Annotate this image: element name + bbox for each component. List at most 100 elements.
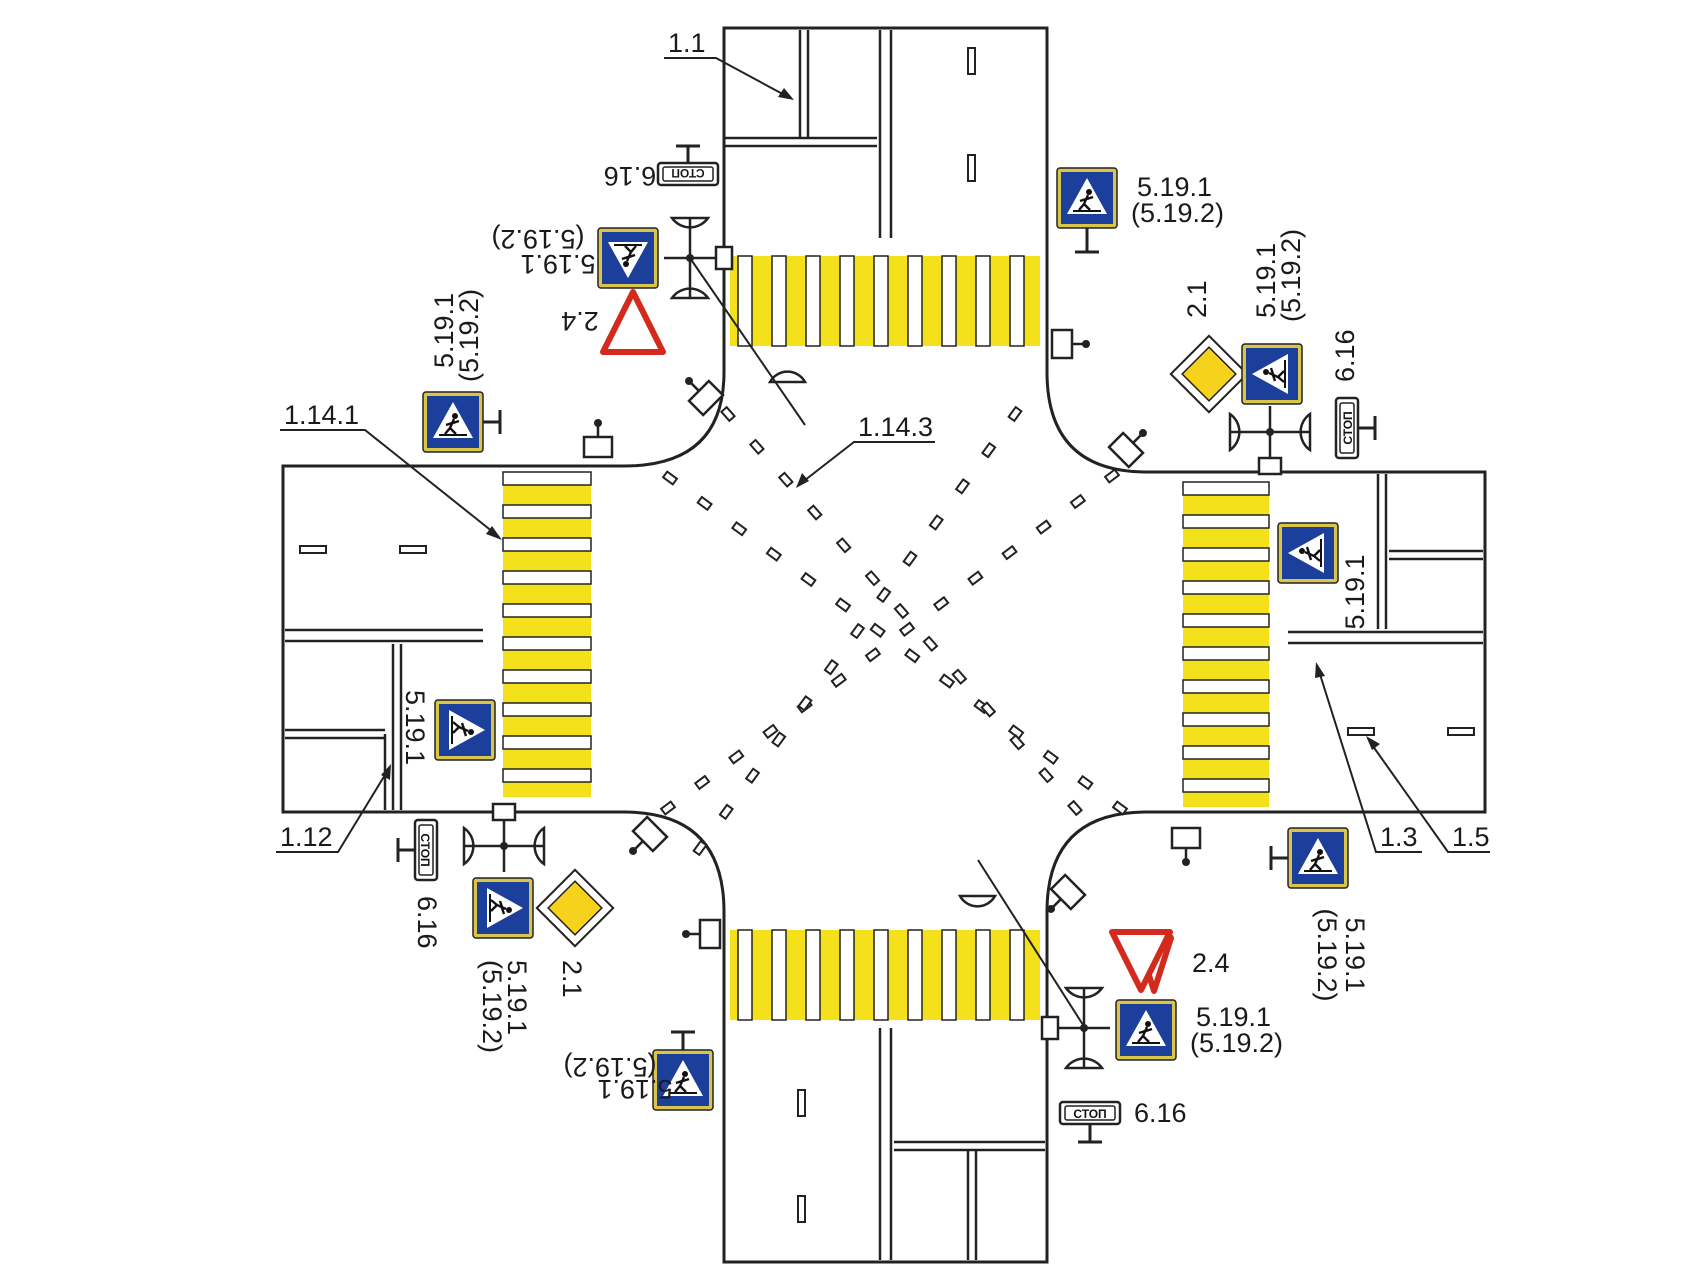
guide-dash (864, 646, 882, 663)
zebra-stripe (1182, 712, 1270, 727)
sign-group-northeast: 5.19.1 (5.19.2) 2.1 5.19.1 (5.19.2) СТОП… (1050, 166, 1377, 476)
zebra-stripe (502, 735, 592, 750)
guide-dash (1009, 734, 1026, 751)
guide-dash (1001, 544, 1018, 561)
zebra-crossing-south (730, 929, 1040, 1021)
guide-dash (980, 701, 997, 718)
zebra-stripe (907, 929, 923, 1021)
svg-text:СТОП: СТОП (418, 833, 432, 866)
label-5-19-1-ne: 5.19.1 (1137, 172, 1212, 202)
zebra-stripe (839, 929, 855, 1021)
label-5-19-2-nw2: (5.19.2) (454, 289, 484, 382)
diagonal-guide-dashes (659, 405, 1129, 857)
guide-dash (928, 514, 945, 531)
guide-dash (823, 658, 840, 676)
guide-dash (967, 570, 984, 586)
sign-group-west: 5.19.1 (400, 690, 497, 765)
guide-dash (1066, 799, 1084, 817)
marking-labels: 1.1 1.14.1 1.14.3 1.12 1.3 1.5 (276, 28, 1490, 853)
zebra-stripe (1182, 613, 1270, 628)
pedestrian-traffic-light-icon (1107, 419, 1157, 469)
pedestrian-traffic-light-icon (680, 918, 722, 950)
guide-dash (770, 731, 787, 748)
guide-dash (748, 438, 765, 456)
guide-dash (954, 478, 971, 495)
pedestrian-traffic-light-icon (582, 417, 614, 459)
zebra-stripe (975, 255, 991, 347)
zebra-stripe (502, 537, 592, 552)
label-5-19-2-e2: (5.19.2) (1312, 908, 1342, 1001)
label-1-1: 1.1 (668, 28, 706, 58)
zebra-stripe (975, 929, 991, 1021)
traffic-light-icon (1040, 986, 1112, 1070)
label-2-1-ne: 2.1 (1182, 280, 1212, 318)
stop-sign-6-16-nw: СТОП (656, 161, 720, 187)
label-5-19-1-e: 5.19.1 (1340, 554, 1370, 629)
pedestrian-crossing-sign-icon (421, 390, 485, 454)
guide-dash (718, 803, 735, 821)
guide-dash (1077, 774, 1094, 791)
zebra-stripe (839, 255, 855, 347)
guide-dash (1035, 519, 1052, 535)
label-6-16-se: 6.16 (1134, 1098, 1187, 1128)
zebra-crossing-north (730, 255, 1040, 347)
svg-text:СТОП: СТОП (671, 166, 704, 180)
label-5-19-1-w: 5.19.1 (400, 690, 430, 765)
pedestrian-crossing-sign-icon (596, 226, 660, 290)
guide-dash (777, 471, 794, 488)
label-6-16-ne: 6.16 (1330, 329, 1360, 382)
zebra-stripe (502, 702, 592, 717)
pedestrian-traffic-light-icon (1050, 328, 1092, 360)
zebra-stripe (1182, 679, 1270, 694)
stop-sign-6-16-se: СТОП (1058, 1100, 1122, 1126)
zebra-stripe (1182, 547, 1270, 562)
label-6-16-sw: 6.16 (412, 896, 442, 949)
zebra-stripe (1009, 255, 1025, 347)
guide-dash (938, 673, 956, 689)
zebra-crossing-east (1182, 481, 1270, 807)
guide-dash (932, 595, 950, 612)
guide-dash (875, 586, 892, 604)
zebra-stripe (502, 471, 592, 486)
zebra-stripe (771, 929, 787, 1021)
guide-dash (661, 470, 679, 486)
zebra-stripe (1182, 778, 1270, 793)
label-2-4-nw: 2.4 (561, 306, 599, 336)
label-1-12: 1.12 (280, 822, 333, 852)
road-surface (281, 26, 1487, 1264)
guide-dash (719, 405, 737, 423)
zebra-crossing-west (502, 471, 592, 797)
label-1-5: 1.5 (1452, 822, 1490, 852)
guide-dash (869, 622, 886, 639)
label-5-19-1-e2: 5.19.1 (1340, 917, 1370, 992)
guide-dash (659, 800, 677, 816)
zebra-stripe (502, 570, 592, 585)
guide-dash (693, 774, 711, 791)
zebra-stripe (941, 929, 957, 1021)
pedestrian-traffic-light-icon (675, 367, 725, 417)
yield-sign-icon (600, 289, 666, 355)
zebra-stripe (805, 255, 821, 347)
pedestrian-crossing-sign-icon (1055, 166, 1119, 230)
guide-dash (898, 621, 916, 638)
zebra-stripe (1182, 481, 1270, 496)
zebra-stripe (737, 929, 753, 1021)
guide-dash (922, 635, 939, 653)
guide-dash (1038, 766, 1055, 784)
guide-dash (765, 546, 783, 562)
stop-sign-6-16-sw: СТОП (413, 818, 439, 882)
label-1-14-1: 1.14.1 (284, 400, 359, 430)
zebra-stripe (873, 929, 889, 1021)
label-1-14-3: 1.14.3 (858, 412, 933, 442)
traffic-light-icon (662, 216, 734, 300)
zebra-stripe (1182, 580, 1270, 595)
sign-group-southeast: 2.4 5.19.1 (5.19.2) СТОП 6.16 (957, 859, 1283, 1144)
zebra-stripe (1009, 929, 1025, 1021)
zebra-stripe (502, 768, 592, 783)
guide-dash (762, 723, 779, 740)
zebra-stripe (1182, 514, 1270, 529)
guide-dash (835, 537, 852, 554)
guide-dash (1042, 749, 1060, 765)
guide-dash (692, 839, 708, 857)
guide-dash (806, 504, 823, 521)
